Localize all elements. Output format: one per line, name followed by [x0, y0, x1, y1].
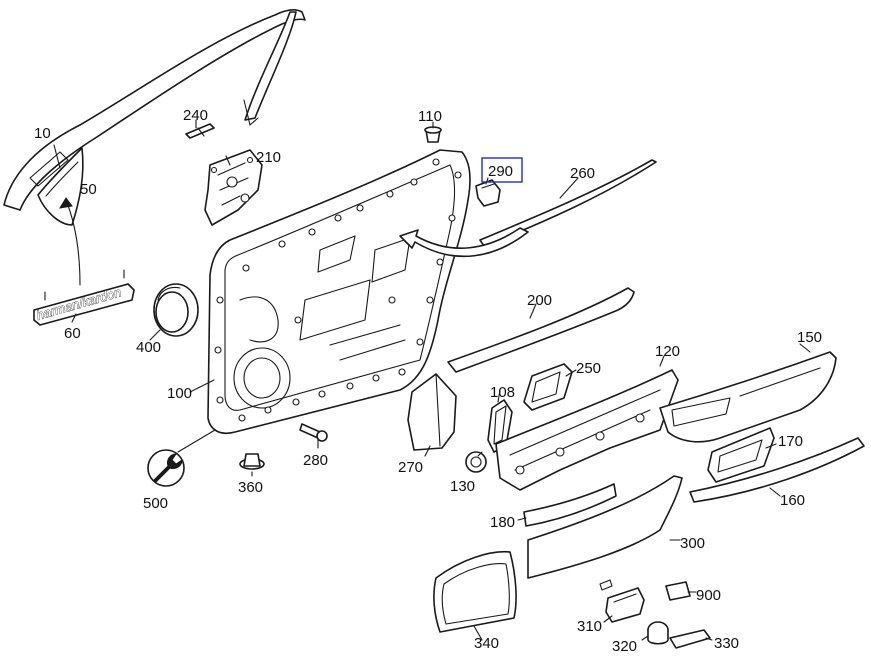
part-210-lock-mechanism[interactable] [204, 149, 263, 226]
part-260-window-seal[interactable] [479, 159, 657, 247]
callout-130[interactable]: 130 [450, 478, 475, 495]
callout-170[interactable]: 170 [778, 433, 803, 450]
callout-310[interactable]: 310 [577, 618, 602, 635]
arrow-emblem-to-cover [65, 199, 81, 286]
part-340-map-pocket[interactable] [433, 550, 517, 633]
callout-50[interactable]: 50 [80, 181, 97, 198]
part-10-window-frame-trim[interactable] [3, 9, 306, 211]
part-290-switch[interactable] [475, 179, 501, 207]
part-60-emblem[interactable]: harman/kardon [33, 269, 135, 326]
callout-110[interactable]: 110 [418, 108, 442, 125]
part-270-corner-cover[interactable] [407, 373, 457, 451]
part-240-clip[interactable] [185, 123, 215, 139]
part-250-handle-bezel[interactable] [523, 363, 573, 411]
callout-200[interactable]: 200 [527, 292, 552, 309]
part-360-clip-fastener[interactable] [239, 453, 265, 470]
part-900-bulb[interactable] [665, 581, 691, 601]
arrow-seal-to-door [399, 227, 529, 258]
callout-210[interactable]: 210 [256, 149, 281, 166]
part-110-plug[interactable] [424, 126, 442, 143]
callout-500[interactable]: 500 [143, 495, 168, 512]
callout-150[interactable]: 150 [797, 329, 822, 346]
arrowhead-emblem-to-cover [59, 197, 73, 209]
callout-250[interactable]: 250 [576, 360, 601, 377]
leader-lines [53, 119, 811, 641]
callout-280[interactable]: 280 [303, 452, 328, 469]
callout-108[interactable]: 108 [490, 384, 515, 401]
callout-180[interactable]: 180 [490, 514, 515, 531]
part-300-lower-panel[interactable] [527, 475, 683, 591]
callout-60[interactable]: 60 [64, 325, 81, 342]
callout-160[interactable]: 160 [780, 492, 805, 509]
part-200-upper-trim[interactable] [447, 287, 635, 373]
part-400-speaker-ring[interactable] [153, 283, 199, 337]
part-280-screw[interactable] [299, 423, 328, 442]
callout-320[interactable]: 320 [612, 638, 637, 655]
callout-900[interactable]: 900 [696, 587, 721, 604]
callout-120[interactable]: 120 [655, 343, 680, 360]
callout-labels: 10 50 60 100 108 110 120 130 150 160 170… [34, 107, 822, 655]
callout-100[interactable]: 100 [167, 385, 192, 402]
part-130-grommet[interactable] [465, 451, 487, 473]
part-180-trim[interactable] [523, 483, 617, 527]
part-160-lower-trim[interactable] [689, 437, 865, 503]
callout-360[interactable]: 360 [238, 479, 263, 496]
highlight-box-290 [481, 157, 523, 183]
part-120-armrest-carrier[interactable] [495, 369, 679, 491]
callout-240[interactable]: 240 [183, 107, 208, 124]
callout-300[interactable]: 300 [680, 535, 705, 552]
part-330-lamp-lens[interactable] [669, 629, 711, 649]
callout-260[interactable]: 260 [570, 165, 595, 182]
part-170-switch-frame[interactable] [707, 427, 775, 483]
callout-10[interactable]: 10 [34, 125, 51, 142]
callout-290[interactable]: 290 [488, 163, 513, 180]
part-310-light-unit[interactable] [605, 587, 645, 623]
callout-340[interactable]: 340 [474, 635, 499, 652]
part-100-door-inner-panel[interactable] [207, 149, 471, 434]
part-500-tool-symbol[interactable] [147, 449, 185, 487]
part-320-lamp-socket[interactable] [647, 621, 669, 645]
part-150-armrest[interactable] [659, 351, 837, 443]
callout-330[interactable]: 330 [714, 635, 739, 652]
callout-270[interactable]: 270 [398, 459, 423, 476]
callout-400[interactable]: 400 [136, 339, 161, 356]
